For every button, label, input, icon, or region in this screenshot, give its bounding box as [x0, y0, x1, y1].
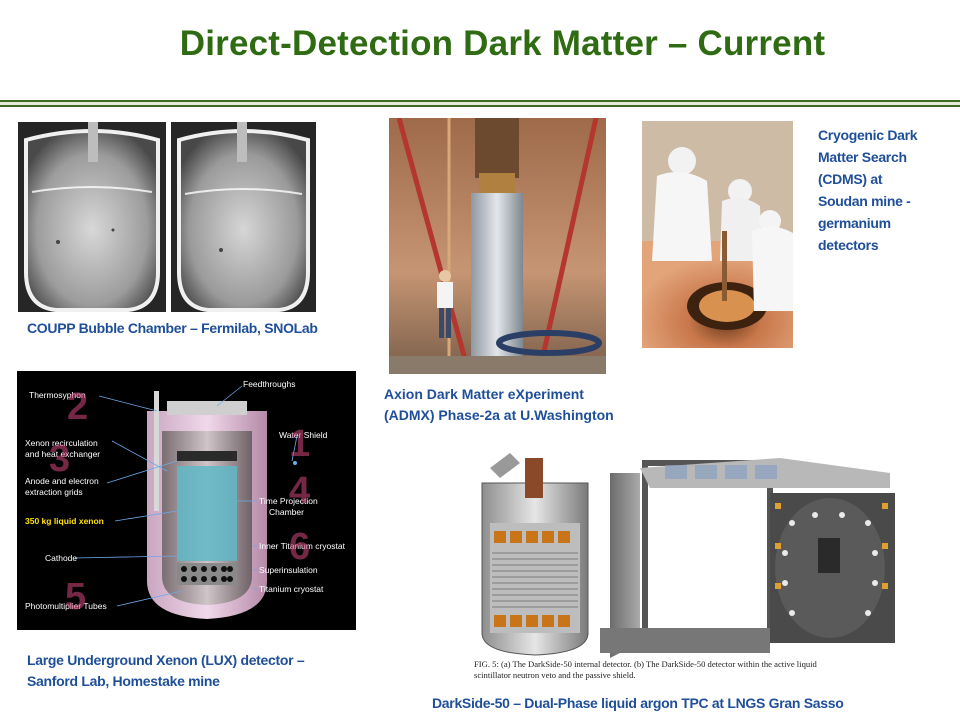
lux-label-water-shield: Water Shield: [279, 430, 328, 440]
lux-caption-line-1: Large Underground Xenon (LUX) detector –: [27, 652, 305, 668]
lux-number-3: 3: [49, 438, 70, 480]
darkside-figure: FIG. 5: (a) The DarkSide-50 internal det…: [470, 443, 908, 683]
cdms-caption-line-6: detectors: [818, 237, 879, 253]
lux-diagram: Thermosyphon Feedthroughs Xenon recircul…: [17, 371, 356, 630]
coupp-caption: COUPP Bubble Chamber – Fermilab, SNOLab: [27, 320, 318, 336]
darkside-fig-line-2: scintillator neutron veto and the passiv…: [474, 670, 636, 680]
lux-label-thermosyphon: Thermosyphon: [29, 390, 86, 400]
cdms-caption-line-3: (CDMS) at: [818, 171, 883, 187]
cdms-caption-line-4: Soudan mine -: [818, 193, 911, 209]
coupp-photo-right: [171, 122, 316, 312]
lux-label-anode-2: extraction grids: [25, 487, 83, 497]
cdms-caption-line-2: Matter Search: [818, 149, 907, 165]
lux-number-6: 6: [289, 526, 310, 568]
admx-photo: [389, 118, 606, 374]
lux-label-ti-cryostat: Titanium cryostat: [259, 584, 324, 594]
lux-number-2: 2: [67, 386, 88, 428]
lux-label-feedthroughs: Feedthroughs: [243, 379, 295, 389]
cdms-caption-line-1: Cryogenic Dark: [818, 127, 918, 143]
lux-number-4: 4: [289, 470, 310, 512]
darkside-fig-line-1: FIG. 5: (a) The DarkSide-50 internal det…: [474, 659, 818, 669]
lux-caption: Large Underground Xenon (LUX) detector –…: [27, 650, 305, 692]
title-divider: [0, 100, 960, 107]
slide-title: Direct-Detection Dark Matter – Current: [179, 24, 826, 63]
admx-caption: Axion Dark Matter eXperiment (ADMX) Phas…: [384, 384, 614, 426]
cdms-caption: Cryogenic Dark Matter Search (CDMS) at S…: [818, 124, 918, 256]
lux-number-5: 5: [65, 576, 86, 618]
lux-label-tpc-1: Time Projection: [259, 496, 318, 506]
darkside-caption: DarkSide-50 – Dual-Phase liquid argon TP…: [432, 695, 844, 711]
coupp-photo-left: [18, 122, 166, 312]
lux-label-superinsulation: Superinsulation: [259, 565, 318, 575]
lux-label-liquid-xenon: 350 kg liquid xenon: [25, 516, 104, 526]
admx-caption-line-2: (ADMX) Phase-2a at U.Washington: [384, 407, 614, 423]
lux-label-xenon-recirc-2: and heat exchanger: [25, 449, 100, 459]
lux-label-xenon-recirc-1: Xenon recirculation: [25, 438, 98, 448]
lux-label-pmt: Photomultiplier Tubes: [25, 601, 107, 611]
lux-label-anode-1: Anode and electron: [25, 476, 99, 486]
cdms-caption-line-5: germanium: [818, 215, 891, 231]
lux-number-1: 1: [289, 423, 310, 465]
lux-label-inner-ti: Inner Titanium cryostat: [259, 541, 346, 551]
admx-caption-line-1: Axion Dark Matter eXperiment: [384, 386, 584, 402]
cdms-photo: [642, 121, 793, 348]
lux-label-tpc-2: Chamber: [269, 507, 304, 517]
lux-caption-line-2: Sanford Lab, Homestake mine: [27, 673, 220, 689]
lux-label-cathode: Cathode: [45, 553, 77, 563]
